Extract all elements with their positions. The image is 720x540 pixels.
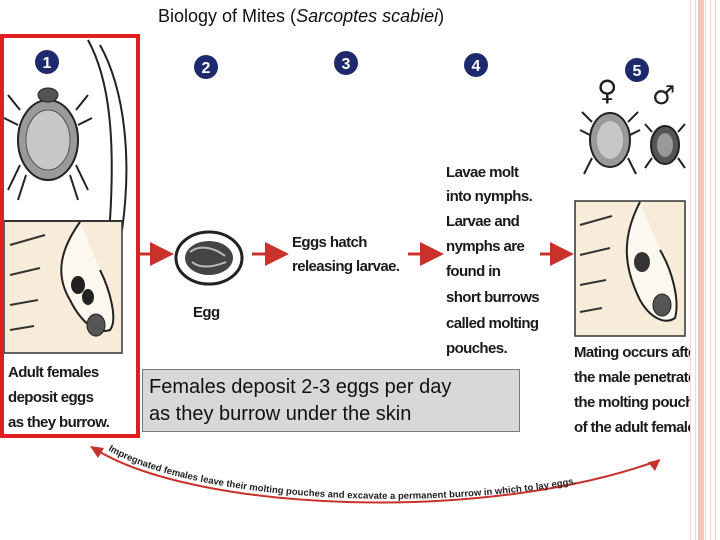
svg-text:releasing larvae.: releasing larvae. (292, 258, 400, 275)
svg-text:5: 5 (633, 63, 642, 80)
female-symbol-icon: ♀ (597, 74, 618, 107)
stage-1-highlight-frame (0, 34, 140, 438)
female-mite-illustration (579, 111, 641, 175)
stage-1-label: Adult females deposit eggs as they burro… (8, 364, 110, 431)
svg-text:Eggs hatch: Eggs hatch (292, 234, 367, 251)
stage-1-badge: 1 (35, 50, 59, 74)
stage-5-badge: 5 (625, 58, 649, 82)
stage-2-badge: 2 (194, 55, 218, 79)
stage-3-label: Eggs hatch releasing larvae. (292, 234, 400, 275)
page-title: Biology of Mites (Sarcoptes scabiei) (158, 6, 445, 26)
slide-border-decoration (690, 0, 720, 540)
svg-text:Adult females: Adult females (8, 364, 99, 381)
caption-box: Females deposit 2-3 eggs per day as they… (142, 369, 520, 432)
stage-4-badge: 4 (464, 53, 488, 77)
adult-female-mite-illustration (3, 39, 128, 231)
burrow-cross-section (3, 220, 123, 354)
svg-text:deposit eggs: deposit eggs (8, 389, 94, 406)
male-mite-illustration (644, 123, 686, 169)
svg-text:2: 2 (202, 60, 211, 77)
svg-text:of the adult female.: of the adult female. (574, 419, 690, 436)
molting-pouch-cross-section (574, 200, 686, 337)
svg-text:3: 3 (342, 56, 351, 73)
caption-line-1: Females deposit 2-3 eggs per day (149, 376, 452, 398)
svg-text:nymphs are: nymphs are (446, 238, 524, 255)
return-arrow-head-right (648, 460, 660, 471)
stage-5-label: Mating occurs after the male penetrates … (574, 344, 690, 436)
svg-text:1: 1 (43, 55, 52, 72)
svg-text:into nymphs.: into nymphs. (446, 188, 533, 205)
svg-text:Mating occurs after: Mating occurs after (574, 344, 690, 361)
svg-text:pouches.: pouches. (446, 340, 507, 357)
svg-text:the molting pouch: the molting pouch (574, 394, 690, 411)
svg-text:short burrows: short burrows (446, 289, 539, 306)
stage-3-badge: 3 (334, 51, 358, 75)
stage-2-label: Egg (193, 304, 220, 321)
svg-text:found in: found in (446, 263, 501, 280)
male-symbol-icon: ♂ (652, 81, 675, 111)
return-arrow-head-left (90, 446, 104, 458)
stage-4-label: Lavae molt into nymphs. Larvae and nymph… (446, 164, 540, 357)
species-name: Sarcoptes scabiei (296, 6, 439, 26)
svg-text:4: 4 (472, 58, 481, 75)
svg-text:called molting: called molting (446, 315, 539, 332)
svg-text:the male penetrates: the male penetrates (574, 369, 690, 386)
caption-line-2: as they burrow under the skin (149, 403, 412, 425)
svg-text:Lavae molt: Lavae molt (446, 164, 519, 181)
return-arrow-curve (99, 451, 661, 504)
svg-text:as they burrow.: as they burrow. (8, 414, 110, 431)
svg-text:Larvae and: Larvae and (446, 213, 520, 230)
egg-illustration (174, 230, 244, 286)
return-arrow-text: Impregnated females leave their molting … (106, 443, 577, 502)
life-cycle-diagram: 1 2 3 4 5 Adult females deposi (0, 34, 690, 504)
